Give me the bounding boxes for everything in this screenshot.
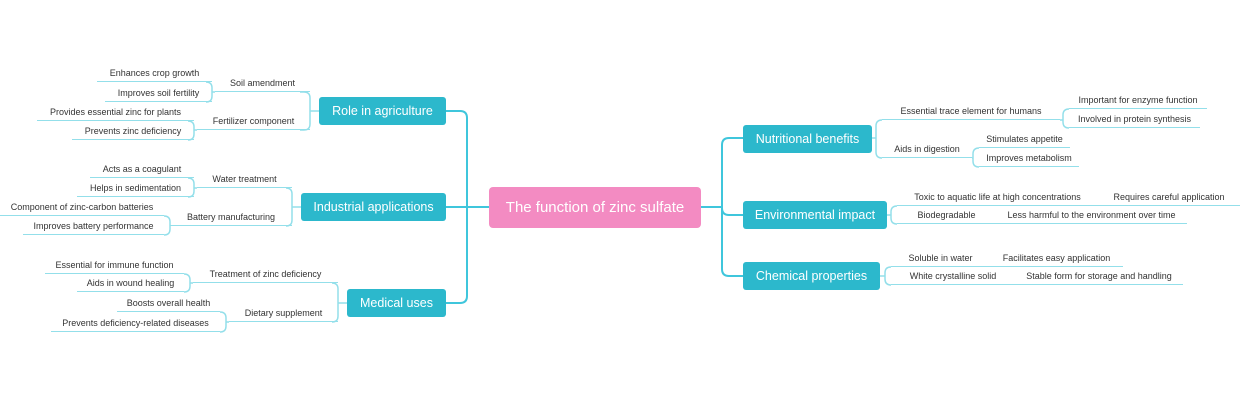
central-topic[interactable]: The function of zinc sulfate — [489, 187, 701, 228]
leaf-node[interactable]: Prevents zinc deficiency — [72, 124, 194, 140]
topic-industrial-applications[interactable]: Industrial applications — [301, 193, 446, 221]
subtopic-treatment-of-zinc-deficiency[interactable]: Treatment of zinc deficiency — [193, 267, 338, 283]
subtopic-fertilizer-component[interactable]: Fertilizer component — [197, 114, 310, 130]
subtopic-battery-manufacturing[interactable]: Battery manufacturing — [170, 210, 292, 226]
topic-environmental-impact[interactable]: Environmental impact — [743, 201, 887, 229]
leaf-node[interactable]: Improves soil fertility — [105, 86, 212, 102]
topic-medical-uses[interactable]: Medical uses — [347, 289, 446, 317]
leaf-node[interactable]: Requires careful application — [1098, 190, 1240, 206]
leaf-node[interactable]: Essential for immune function — [45, 258, 184, 274]
leaf-node[interactable]: Acts as a coagulant — [90, 162, 194, 178]
leaf-node[interactable]: Enhances crop growth — [97, 66, 212, 82]
leaf-node[interactable]: Aids in wound healing — [77, 276, 184, 292]
subtopic-water-treatment[interactable]: Water treatment — [197, 172, 292, 188]
leaf-node[interactable]: Less harmful to the environment over tim… — [996, 208, 1187, 224]
leaf-node[interactable]: Prevents deficiency-related diseases — [51, 316, 220, 332]
subtopic-aids-in-digestion[interactable]: Aids in digestion — [882, 142, 972, 158]
leaf-node[interactable]: Boosts overall health — [117, 296, 220, 312]
subtopic-biodegradable[interactable]: Biodegradable — [897, 208, 996, 224]
subtopic-toxic-to-aquatic-life[interactable]: Toxic to aquatic life at high concentrat… — [897, 190, 1098, 206]
leaf-node[interactable]: Stable form for storage and handling — [1015, 269, 1183, 285]
subtopic-essential-trace-element[interactable]: Essential trace element for humans — [882, 104, 1060, 120]
subtopic-dietary-supplement[interactable]: Dietary supplement — [229, 306, 338, 322]
topic-role-in-agriculture[interactable]: Role in agriculture — [319, 97, 446, 125]
leaf-node[interactable]: Involved in protein synthesis — [1069, 112, 1200, 128]
leaf-node[interactable]: Component of zinc-carbon batteries — [0, 200, 164, 216]
leaf-node[interactable]: Improves metabolism — [979, 151, 1079, 167]
topic-chemical-properties[interactable]: Chemical properties — [743, 262, 880, 290]
leaf-node[interactable]: Provides essential zinc for plants — [37, 105, 194, 121]
leaf-node[interactable]: Facilitates easy application — [990, 251, 1123, 267]
subtopic-white-crystalline-solid[interactable]: White crystalline solid — [891, 269, 1015, 285]
leaf-node[interactable]: Important for enzyme function — [1069, 93, 1207, 109]
leaf-node[interactable]: Improves battery performance — [23, 219, 164, 235]
topic-nutritional-benefits[interactable]: Nutritional benefits — [743, 125, 872, 153]
subtopic-soluble-in-water[interactable]: Soluble in water — [891, 251, 990, 267]
leaf-node[interactable]: Stimulates appetite — [979, 132, 1070, 148]
subtopic-soil-amendment[interactable]: Soil amendment — [215, 76, 310, 92]
leaf-node[interactable]: Helps in sedimentation — [77, 181, 194, 197]
